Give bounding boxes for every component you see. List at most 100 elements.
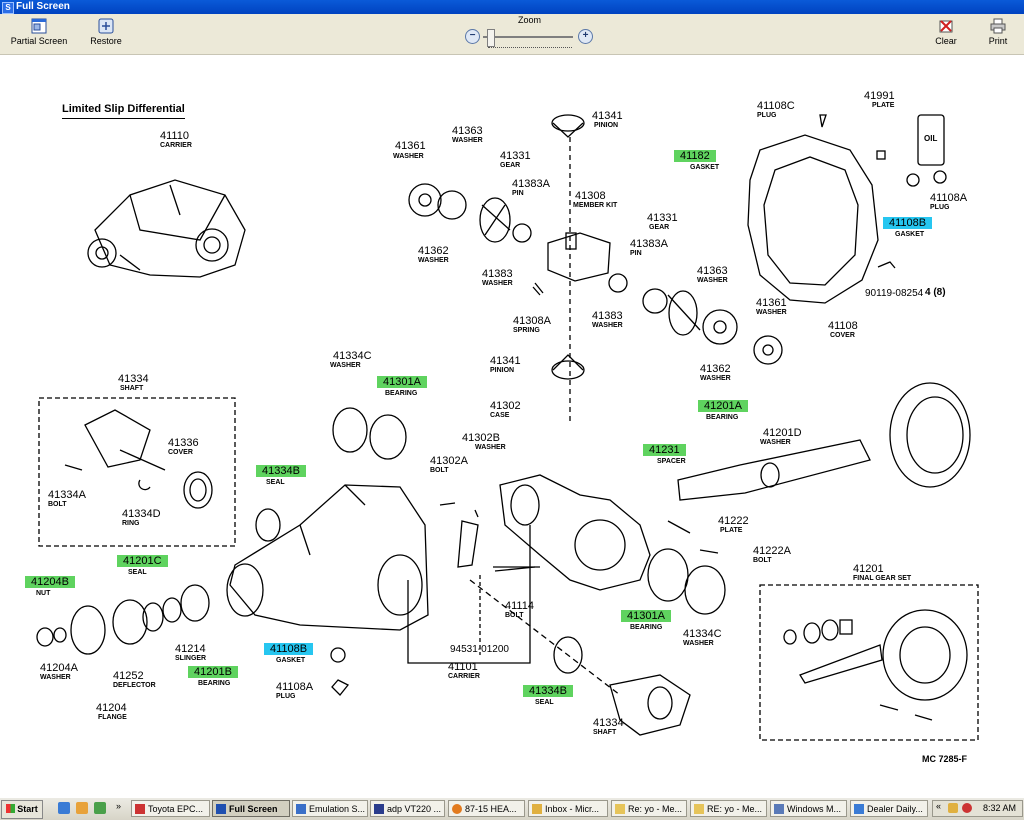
- part-41108[interactable]: 41108: [828, 320, 858, 332]
- part-41222[interactable]: 41222: [718, 515, 749, 527]
- part-41334c-b[interactable]: 41334C: [683, 628, 722, 640]
- part-41991[interactable]: 41991: [864, 90, 895, 102]
- part-41361[interactable]: 41361: [395, 140, 426, 152]
- part-41222a[interactable]: 41222A: [753, 545, 791, 557]
- start-button[interactable]: Start: [1, 800, 43, 819]
- part-41114[interactable]: 41114: [505, 600, 534, 612]
- part-90119-qty: 4 (8): [925, 287, 946, 298]
- part-41204a[interactable]: 41204A: [40, 662, 78, 674]
- ie-quicklaunch-icon[interactable]: [58, 802, 70, 814]
- firefox-icon: [452, 804, 462, 814]
- mail-icon: [694, 804, 704, 814]
- part-41101[interactable]: 41101: [448, 661, 478, 673]
- part-41301a-b[interactable]: 41301A: [621, 610, 671, 622]
- task-windows-media[interactable]: Windows M...: [770, 800, 847, 817]
- quicklaunch-chevron[interactable]: »: [116, 801, 122, 811]
- tray-icon-2[interactable]: [962, 803, 972, 813]
- part-41108a-l[interactable]: 41108A: [276, 681, 314, 693]
- desktop-quicklaunch-icon[interactable]: [94, 802, 106, 814]
- part-41361-b[interactable]: 41361: [756, 297, 787, 309]
- tray-icon-1[interactable]: [948, 803, 958, 813]
- part-41331-b[interactable]: 41331: [647, 212, 678, 224]
- part-41334c[interactable]: 41334C: [333, 350, 372, 362]
- part-41383[interactable]: 41383: [482, 268, 513, 280]
- part-41334-b[interactable]: 41334: [593, 717, 624, 729]
- part-41362[interactable]: 41362: [418, 245, 449, 257]
- zoom-slider-thumb[interactable]: [487, 29, 495, 47]
- part-41363-b[interactable]: 41363: [697, 265, 728, 277]
- zoom-track[interactable]: [483, 36, 573, 38]
- part-41214[interactable]: 41214: [175, 643, 206, 655]
- part-41182[interactable]: 41182: [674, 150, 716, 162]
- part-41341[interactable]: 41341: [592, 110, 623, 122]
- part-41252[interactable]: 41252: [113, 670, 144, 682]
- part-41334[interactable]: 41334: [118, 373, 149, 385]
- part-41334b-b[interactable]: 41334B: [523, 685, 573, 697]
- part-41331[interactable]: 41331: [500, 150, 531, 162]
- part-41308[interactable]: 41308: [575, 190, 606, 202]
- part-41204[interactable]: 41204: [96, 702, 127, 714]
- print-button[interactable]: Print: [986, 18, 1010, 46]
- part-41108c[interactable]: 41108C: [757, 100, 795, 112]
- part-41204-desc: FLANGE: [98, 714, 127, 721]
- part-41336[interactable]: 41336: [168, 437, 199, 449]
- part-41108a-r[interactable]: 41108A: [930, 192, 968, 204]
- task-re-yo-1[interactable]: Re: yo - Me...: [611, 800, 687, 817]
- part-41201d[interactable]: 41201D: [763, 427, 802, 439]
- part-41334b-desc: SEAL: [266, 479, 285, 486]
- part-41383a-b[interactable]: 41383A: [630, 238, 668, 250]
- explorer-quicklaunch-icon[interactable]: [76, 802, 88, 814]
- part-41204b[interactable]: 41204B: [25, 576, 75, 588]
- parts-diagram: Limited Slip Differential 41110 CARRIER …: [0, 55, 1024, 797]
- zoom-in-icon[interactable]: +: [578, 29, 593, 44]
- part-41302b[interactable]: 41302B: [462, 432, 500, 444]
- part-41110[interactable]: 41110: [160, 130, 189, 142]
- part-41201a[interactable]: 41201A: [698, 400, 748, 412]
- part-41101-desc: CARRIER: [448, 673, 480, 680]
- diff-case-drawing: [439, 474, 651, 591]
- part-41108b-r[interactable]: 41108B: [883, 217, 933, 229]
- task-emulation[interactable]: Emulation S...: [292, 800, 368, 817]
- part-94531[interactable]: 94531-01200: [450, 644, 509, 655]
- part-41302[interactable]: 41302: [490, 400, 521, 412]
- part-41334a[interactable]: 41334A: [48, 489, 86, 501]
- part-41201d-desc: WASHER: [760, 439, 791, 446]
- toyota-icon: [135, 804, 145, 814]
- start-label: Start: [17, 804, 38, 814]
- part-41301a[interactable]: 41301A: [377, 376, 427, 388]
- part-41201[interactable]: 41201: [853, 563, 884, 575]
- zoom-out-icon[interactable]: −: [465, 29, 480, 44]
- task-inbox[interactable]: Inbox - Micr...: [528, 800, 608, 817]
- part-41308a-desc: SPRING: [513, 327, 540, 334]
- part-41334d[interactable]: 41334D: [122, 508, 161, 520]
- restore-button[interactable]: Restore: [88, 18, 124, 46]
- part-41222-desc: PLATE: [720, 527, 743, 534]
- part-41308a[interactable]: 41308A: [513, 315, 551, 327]
- task-re-yo-2[interactable]: RE: yo - Me...: [690, 800, 767, 817]
- part-41201b[interactable]: 41201B: [188, 666, 238, 678]
- part-41341-b[interactable]: 41341: [490, 355, 521, 367]
- rear-cover-drawing: [747, 114, 947, 304]
- part-41383a[interactable]: 41383A: [512, 178, 550, 190]
- task-adp[interactable]: adp VT220 ...: [370, 800, 445, 817]
- task-toyota-epc[interactable]: Toyota EPC...: [131, 800, 210, 817]
- part-41334b[interactable]: 41334B: [256, 465, 306, 477]
- part-41363[interactable]: 41363: [452, 125, 483, 137]
- tray-chevron[interactable]: «: [936, 801, 942, 811]
- task-full-screen[interactable]: Full Screen: [212, 800, 290, 817]
- partial-screen-button[interactable]: Partial Screen: [10, 18, 68, 46]
- clock[interactable]: 8:32 AM: [983, 803, 1017, 813]
- mail-icon: [615, 804, 625, 814]
- part-41231[interactable]: 41231: [643, 444, 686, 456]
- part-41362-b[interactable]: 41362: [700, 363, 731, 375]
- task-dealer-daily[interactable]: Dealer Daily...: [850, 800, 928, 817]
- part-41201c[interactable]: 41201C: [117, 555, 168, 567]
- part-41302a[interactable]: 41302A: [430, 455, 468, 467]
- task-87-15[interactable]: 87-15 HEA...: [448, 800, 525, 817]
- part-41383-b[interactable]: 41383: [592, 310, 623, 322]
- part-90119[interactable]: 90119-08254: [865, 288, 924, 299]
- zoom-ticks: [488, 44, 572, 48]
- clear-button[interactable]: Clear: [933, 18, 959, 46]
- part-41331-desc: GEAR: [500, 162, 521, 169]
- part-41108b-l[interactable]: 41108B: [264, 643, 314, 655]
